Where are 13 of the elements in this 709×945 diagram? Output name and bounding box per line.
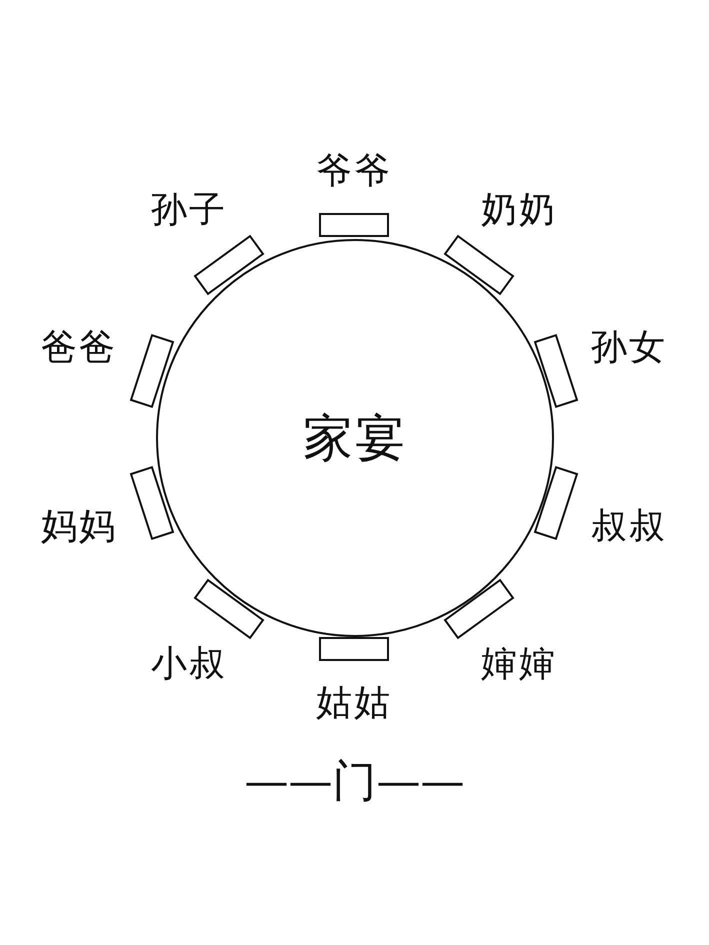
door-label: ——门—— <box>244 755 466 809</box>
seat-label: 姑姑 <box>316 682 392 726</box>
seat-label: 叔叔 <box>590 504 667 549</box>
seat-label: 爸爸 <box>41 326 118 370</box>
seat-label: 小叔 <box>151 642 228 686</box>
seat-label: 孙子 <box>151 188 228 233</box>
seat-label: 妈妈 <box>41 504 118 549</box>
seat-label: 孙女 <box>590 326 667 370</box>
seat-label: 婶婶 <box>480 642 557 686</box>
seat-label: 奶奶 <box>480 188 557 233</box>
table-title: 家宴 <box>303 408 407 468</box>
round-table <box>156 239 554 637</box>
seat-label: 爷爷 <box>316 150 392 194</box>
